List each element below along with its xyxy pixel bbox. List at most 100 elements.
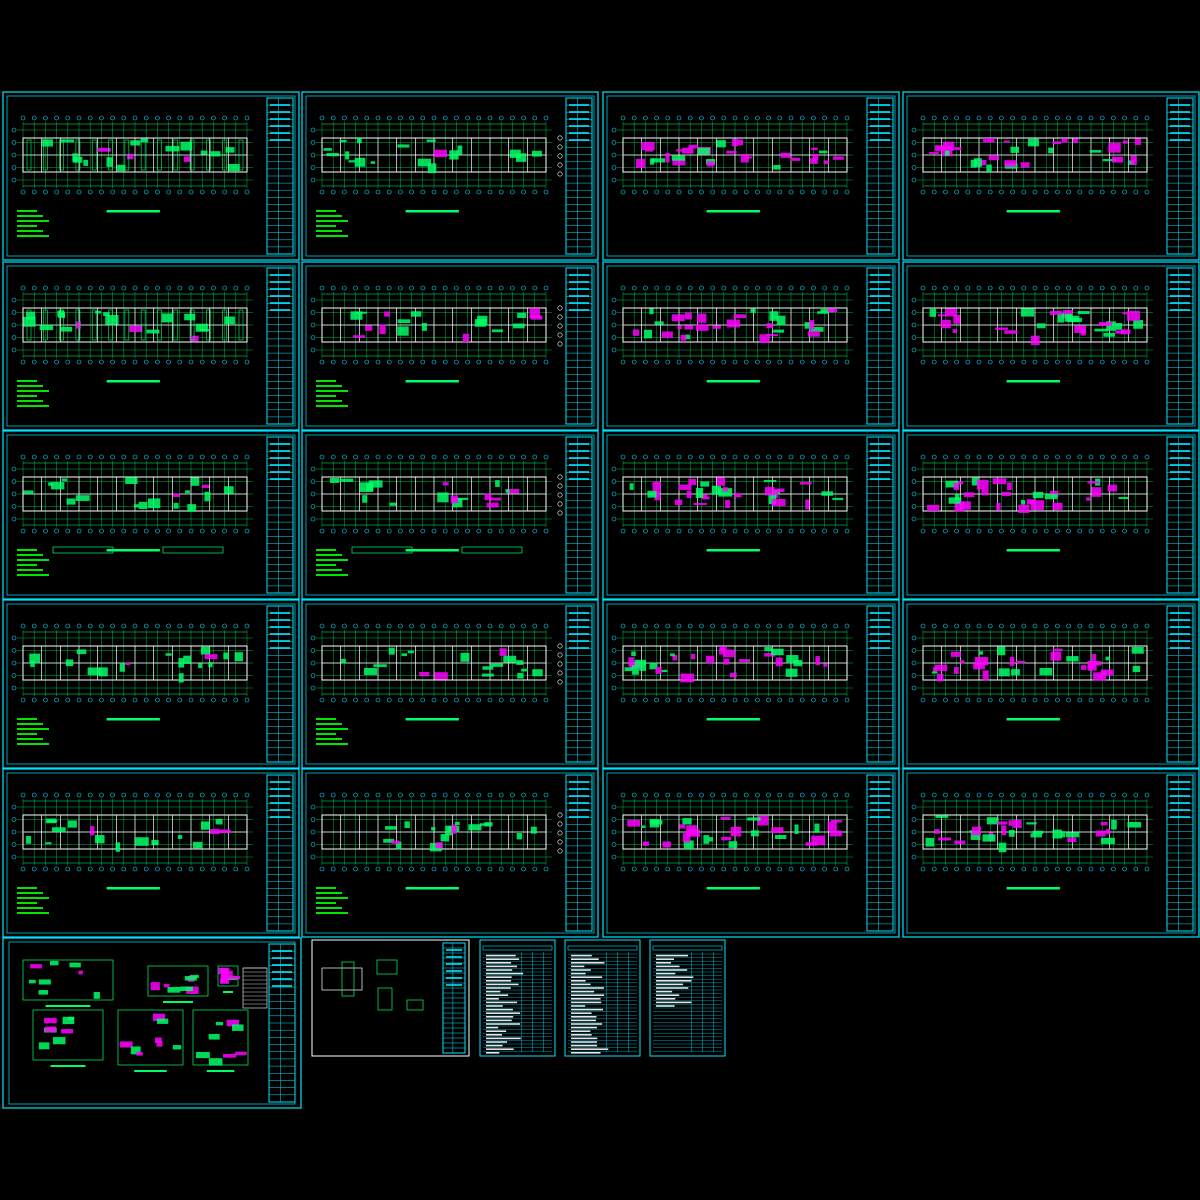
drawing-sheet-slab-rebar-plan-alt[interactable]: [902, 430, 1200, 600]
drawing-sheet-beam-plan[interactable]: [2, 599, 300, 769]
title-block-icon: [1166, 436, 1194, 594]
general-notes: [17, 574, 49, 576]
general-notes: [316, 210, 336, 212]
axis-bubble-icon: [211, 792, 216, 798]
axis-bubble-icon: [920, 454, 926, 460]
drawing-sheet-drawing-index-1[interactable]: [479, 939, 556, 1057]
drawing-sheet-slab-rebar-plan-alt[interactable]: [902, 261, 1200, 431]
title-block-icon: [1166, 605, 1194, 763]
axis-bubble-icon: [788, 285, 794, 291]
drawing-sheet-stair-details[interactable]: [2, 937, 302, 1109]
axis-bubble-icon: [409, 454, 414, 460]
axis-bubble-icon: [442, 285, 448, 291]
axis-bubble-icon: [1021, 285, 1027, 291]
drawing-sheet-slab-rebar-plan[interactable]: [602, 261, 900, 431]
axis-bubble-icon: [31, 189, 37, 195]
axis-bubble-icon: [721, 285, 727, 291]
drawing-sheet-drawing-index-3[interactable]: [649, 939, 726, 1057]
axis-bubble-icon: [510, 528, 515, 534]
axis-bubble-icon: [743, 866, 749, 872]
axis-bubble-icon: [1077, 285, 1083, 291]
axis-bubble-icon: [222, 454, 227, 460]
axis-bubble-icon: [99, 189, 104, 195]
drawing-sheet-slab-rebar-plan[interactable]: [602, 430, 900, 600]
axis-bubble-icon: [844, 866, 850, 872]
axis-bubble-icon: [631, 623, 637, 629]
axis-bubble-icon: [931, 115, 937, 121]
drawing-sheet-beam-plan-alt[interactable]: [301, 768, 599, 938]
general-notes: [316, 400, 342, 402]
axis-bubble-icon: [431, 189, 437, 195]
drawing-sheet-slab-rebar-plan[interactable]: [602, 91, 900, 261]
drawing-sheet-slab-rebar-plan[interactable]: [602, 768, 900, 938]
axis-bubble-icon: [755, 792, 760, 798]
axis-bubble-icon: [99, 623, 104, 629]
drawing-sheet-node-details[interactable]: [311, 939, 470, 1057]
axis-bubble-icon: [199, 623, 205, 629]
axis-bubble-icon: [799, 697, 805, 703]
axis-bubble-icon: [766, 528, 771, 534]
axis-bubble-icon: [110, 866, 115, 872]
axis-bubble-icon: [1099, 623, 1105, 629]
axis-bubble-icon: [1043, 115, 1049, 121]
drawing-sheet-foundation-plan[interactable]: [2, 261, 300, 431]
axis-bubble-icon: [1066, 285, 1071, 291]
axis-bubble-icon: [386, 623, 392, 629]
axis-bubble-icon: [732, 285, 738, 291]
axis-bubble-icon: [1055, 697, 1060, 703]
axis-bubble-icon: [476, 623, 482, 629]
axis-bubble-icon: [920, 285, 926, 291]
axis-bubble-icon: [65, 697, 71, 703]
axis-bubble-icon: [121, 359, 127, 365]
axis-bubble-icon: [699, 359, 704, 365]
axis-bubble-icon: [1077, 359, 1083, 365]
drawing-sheet-drawing-index-2[interactable]: [564, 939, 641, 1057]
axis-bubble-icon: [999, 454, 1004, 460]
axis-bubble-icon: [833, 697, 839, 703]
drawing-sheet-beam-plan-alt[interactable]: [301, 430, 599, 600]
axis-bubble-icon: [233, 359, 239, 365]
drawing-sheet-foundation-plan[interactable]: [2, 91, 300, 261]
drawing-sheet-slab-rebar-plan-alt[interactable]: [902, 599, 1200, 769]
axis-bubble-icon: [943, 528, 948, 534]
drawing-sheet-beam-plan-alt[interactable]: [301, 599, 599, 769]
axis-bubble-icon: [31, 528, 37, 534]
axis-bubble-icon: [755, 454, 760, 460]
axis-bubble-icon: [375, 454, 381, 460]
axis-bubble-icon: [342, 697, 347, 703]
drawing-sheet-slab-rebar-plan-alt[interactable]: [902, 768, 1200, 938]
axis-bubble-icon: [364, 792, 370, 798]
drawing-sheet-column-plan[interactable]: [301, 91, 599, 261]
axis-bubble-icon: [1122, 454, 1127, 460]
axis-bubble-icon: [54, 359, 59, 365]
general-notes: [316, 718, 336, 720]
axis-bubble-icon: [342, 528, 347, 534]
axis-bubble-icon: [54, 792, 59, 798]
title-block-icon: [266, 97, 294, 255]
axis-bubble-icon: [177, 697, 183, 703]
drawing-sheet-column-plan[interactable]: [301, 261, 599, 431]
axis-bubble-icon: [454, 623, 459, 629]
axis-bubble-icon: [244, 285, 250, 291]
axis-bubble-icon: [398, 359, 403, 365]
axis-bubble-icon: [721, 115, 727, 121]
plan-caption: [405, 210, 459, 213]
axis-bubble-icon: [987, 454, 993, 460]
axis-bubble-icon: [1066, 359, 1071, 365]
axis-bubble-icon: [777, 697, 783, 703]
drawing-sheet-slab-rebar-plan[interactable]: [602, 599, 900, 769]
axis-bubble-icon: [166, 115, 171, 121]
axis-bubble-icon: [521, 189, 526, 195]
axis-bubble-icon: [1010, 697, 1015, 703]
axis-bubble-icon: [1133, 623, 1139, 629]
axis-bubble-icon: [1133, 528, 1139, 534]
axis-bubble-icon: [1077, 623, 1083, 629]
drawing-sheet-beam-plan[interactable]: [2, 430, 300, 600]
axis-bubble-icon: [166, 189, 171, 195]
drawing-sheet-slab-rebar-plan-alt[interactable]: [902, 91, 1200, 261]
drawing-sheet-beam-plan[interactable]: [2, 768, 300, 938]
axis-bubble-icon: [654, 792, 659, 798]
axis-bubble-icon: [54, 866, 59, 872]
axis-bubble-icon: [99, 792, 104, 798]
